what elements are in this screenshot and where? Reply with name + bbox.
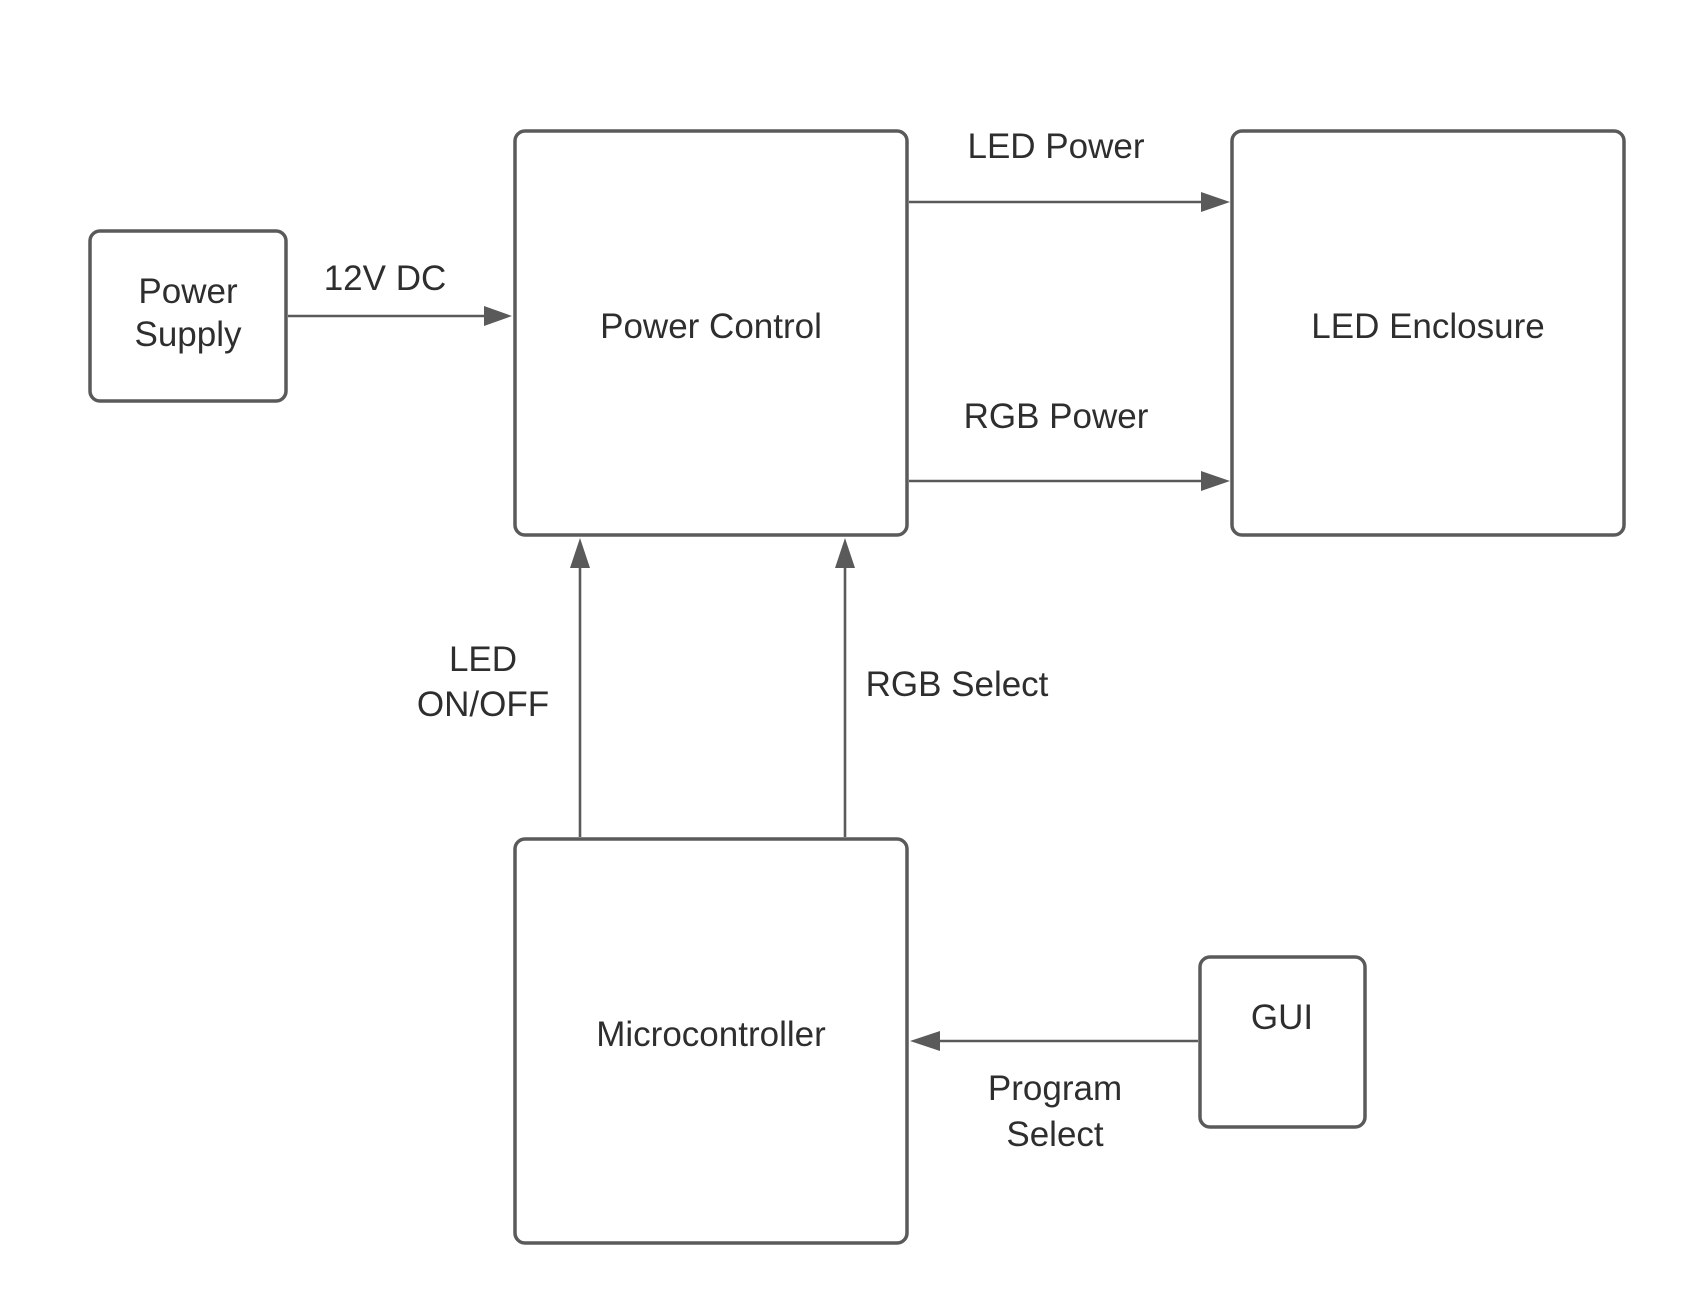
power-supply-block: Power Supply xyxy=(88,229,288,403)
connector-12v-dc-label: 12V DC xyxy=(324,259,447,298)
arrowhead-icon xyxy=(570,538,590,568)
arrowhead-icon xyxy=(835,538,855,568)
microcontroller-box xyxy=(513,837,909,1245)
led-enclosure-box xyxy=(1230,129,1626,537)
power-supply-box xyxy=(88,229,288,403)
power-control-label: Power Control xyxy=(600,307,822,346)
connector-program-select-label-line-2: Select xyxy=(1006,1115,1104,1154)
connector-led-on-off-label-line-1: LED xyxy=(449,640,517,679)
connector-12v-dc: 12V DC xyxy=(288,259,512,326)
gui-label: GUI xyxy=(1251,998,1313,1037)
connector-rgb-power: RGB Power xyxy=(909,397,1230,491)
connector-rgb-select: RGB Select xyxy=(835,538,1049,837)
connector-program-select-label-line-1: Program xyxy=(988,1069,1122,1108)
power-supply-label-line-1: Power xyxy=(138,272,238,311)
arrowhead-icon xyxy=(1201,192,1230,212)
connector-rgb-power-label: RGB Power xyxy=(964,397,1149,436)
connector-led-on-off: LED ON/OFF xyxy=(417,538,590,837)
power-control-box xyxy=(513,129,909,537)
led-enclosure-label: LED Enclosure xyxy=(1311,307,1544,346)
connector-led-power-label: LED Power xyxy=(967,127,1144,166)
arrowhead-icon xyxy=(910,1031,940,1051)
arrowhead-icon xyxy=(484,306,512,326)
connector-rgb-select-label: RGB Select xyxy=(866,665,1049,704)
power-supply-label-line-2: Supply xyxy=(134,315,242,354)
microcontroller-block: Microcontroller xyxy=(513,837,909,1245)
connector-led-power: LED Power xyxy=(909,127,1230,212)
gui-box xyxy=(1198,955,1367,1129)
connector-program-select: Program Select xyxy=(910,1031,1198,1154)
connector-led-on-off-label-line-2: ON/OFF xyxy=(417,685,549,724)
gui-block: GUI xyxy=(1198,955,1367,1129)
microcontroller-label: Microcontroller xyxy=(596,1015,826,1054)
arrowhead-icon xyxy=(1201,471,1230,491)
power-control-block: Power Control xyxy=(513,129,909,537)
led-enclosure-block: LED Enclosure xyxy=(1230,129,1626,537)
